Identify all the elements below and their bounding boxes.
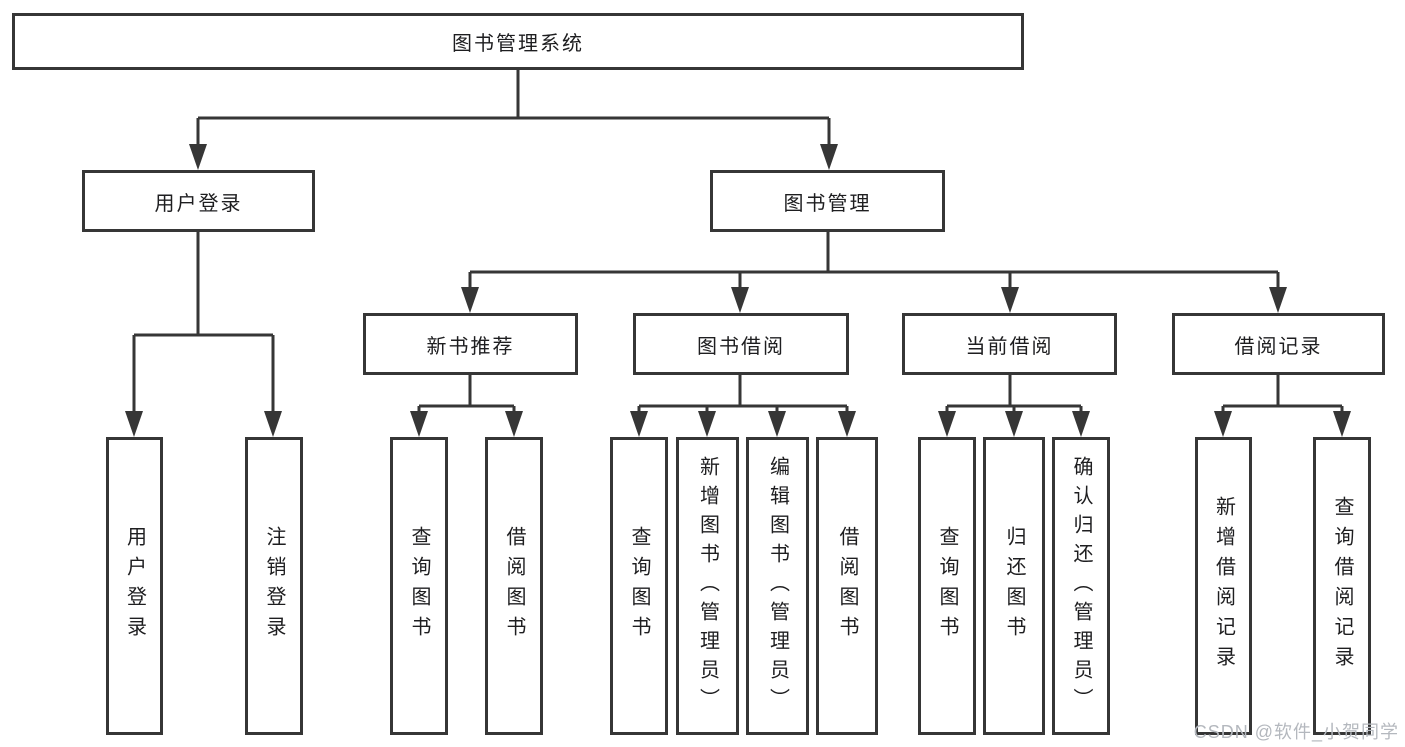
node-user-login: 用户登录 xyxy=(82,170,315,232)
node-new-book-recommend: 新书推荐 xyxy=(363,313,578,375)
leaf-confirm-return-admin: 确认归还（管理员） xyxy=(1052,437,1110,735)
leaf-borrow-books-recommend: 借阅图书 xyxy=(485,437,543,735)
node-current-borrow: 当前借阅 xyxy=(902,313,1117,375)
leaf-query-books-recommend: 查询图书 xyxy=(390,437,448,735)
leaf-query-books-current: 查询图书 xyxy=(918,437,976,735)
leaf-query-borrow-record: 查询借阅记录 xyxy=(1313,437,1371,735)
leaf-borrow-books: 借阅图书 xyxy=(816,437,878,735)
leaf-user-login: 用户登录 xyxy=(106,437,163,735)
node-book-management: 图书管理 xyxy=(710,170,945,232)
leaf-return-books: 归还图书 xyxy=(983,437,1045,735)
leaf-logout: 注销登录 xyxy=(245,437,303,735)
leaf-add-borrow-record: 新增借阅记录 xyxy=(1195,437,1252,735)
node-borrow-records: 借阅记录 xyxy=(1172,313,1385,375)
leaf-edit-books-admin: 编辑图书（管理员） xyxy=(746,437,809,735)
node-library-management-system: 图书管理系统 xyxy=(12,13,1024,70)
leaf-query-books-borrow: 查询图书 xyxy=(610,437,668,735)
leaf-add-books-admin: 新增图书（管理员） xyxy=(676,437,739,735)
node-book-borrow: 图书借阅 xyxy=(633,313,849,375)
csdn-watermark: CSDN @软件_小贺同学 xyxy=(1193,722,1399,742)
